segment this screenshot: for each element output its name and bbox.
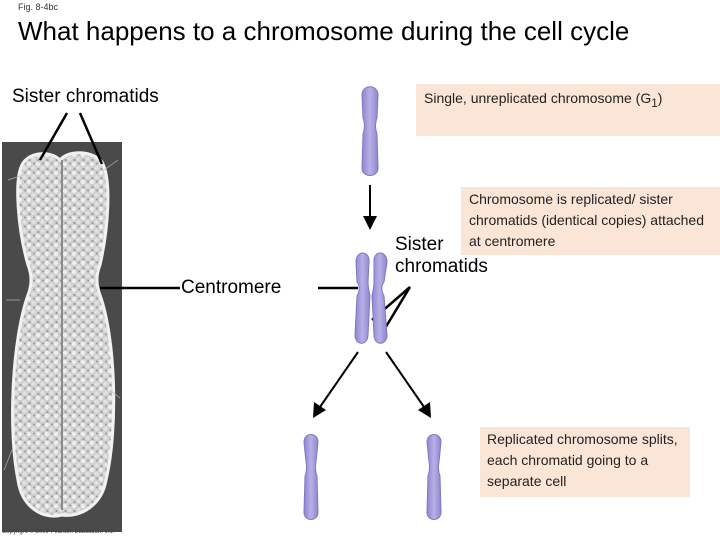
sister-chromatids-label-mid: Sister chromatids [395,234,525,278]
figure-label: Fig. 8-4bc [18,2,59,12]
note-unreplicated-suffix: ) [657,90,663,106]
note-unreplicated-text: Single, unreplicated chromosome (G [424,90,652,106]
arrow-down [363,185,377,230]
sister-chromatids-label-mid-line1: Sister [395,234,444,255]
replicated-chromosome [354,252,388,344]
separated-chromatid-left [303,434,319,520]
unreplicated-chromosome [361,86,379,176]
sister-chromatids-label-mid-line2: chromatids [395,256,488,277]
copyright-notice: Copyright © 2009 Pearson Education, Inc. [2,529,115,535]
centromere-label: Centromere [181,277,282,298]
page-title: What happens to a chromosome during the … [18,16,630,46]
sister-chromatids-label: Sister chromatids [12,86,159,107]
chromosome-micrograph [2,142,122,532]
note-unreplicated-subscript: 1 [651,96,658,110]
note-unreplicated: Single, unreplicated chromosome (G1) [416,84,720,136]
arrows-split [313,351,431,418]
note-replicated: Chromosome is replicated/ sister chromat… [461,187,720,255]
separated-chromatid-right [426,434,442,520]
note-splits: Replicated chromosome splits, each chrom… [480,427,690,497]
pointer-lines [38,112,412,331]
